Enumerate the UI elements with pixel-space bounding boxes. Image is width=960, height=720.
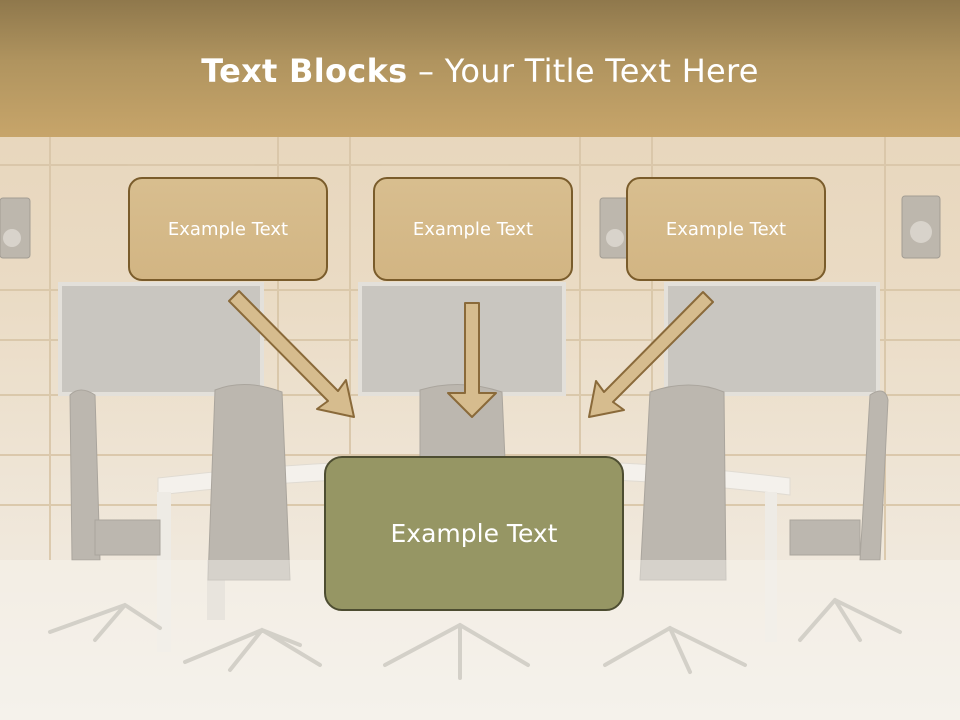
text-box-3[interactable]: Example Text	[626, 177, 826, 281]
center-text-box[interactable]: Example Text	[324, 456, 624, 611]
title-dash: –	[407, 52, 445, 90]
text-box-1[interactable]: Example Text	[128, 177, 328, 281]
title-rest-part: Your Title Text Here	[444, 52, 759, 90]
slide-title: Text Blocks – Your Title Text Here	[0, 52, 960, 90]
title-band	[0, 0, 960, 137]
title-bold-part: Text Blocks	[201, 52, 408, 90]
text-box-2[interactable]: Example Text	[373, 177, 573, 281]
